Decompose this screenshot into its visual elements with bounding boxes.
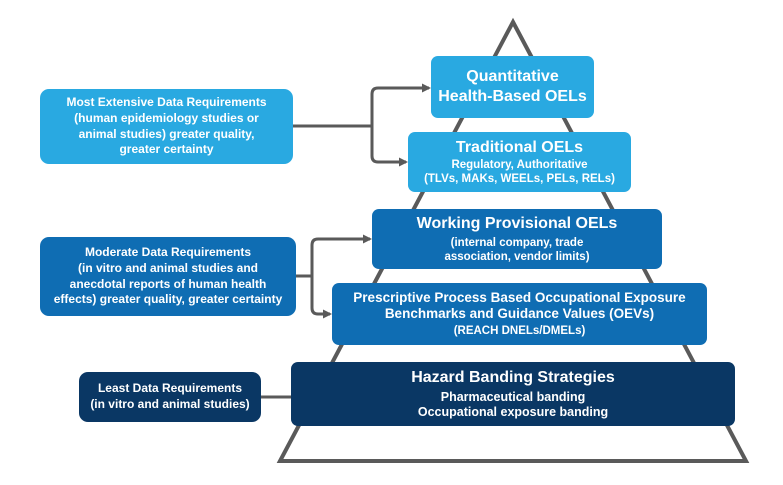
tier-hazard-line2: Pharmaceutical banding bbox=[440, 389, 586, 404]
requirement-most-extensive: Most Extensive Data Requirements (human … bbox=[40, 89, 293, 164]
connector-most bbox=[293, 83, 431, 167]
tier-quantitative-health-based-oels: Quantitative Health-Based OELs bbox=[431, 56, 594, 118]
tier-hazard-line3: Occupational exposure banding bbox=[417, 404, 609, 419]
connector-moderate bbox=[296, 234, 372, 319]
req-most-line4: greater certainty bbox=[119, 142, 214, 157]
tier-traditional-line3: (TLVs, MAKs, WEELs, PELs, RELs) bbox=[424, 172, 615, 185]
tier-quantitative-line1: Quantitative bbox=[466, 68, 559, 86]
req-moderate-line1: Moderate Data Requirements bbox=[84, 245, 252, 260]
tier-hazard-title: Hazard Banding Strategies bbox=[411, 368, 615, 386]
req-most-line1: Most Extensive Data Requirements bbox=[66, 95, 267, 110]
tier-working-line2: (internal company, trade bbox=[450, 236, 584, 249]
tier-quantitative-line2: Health-Based OELs bbox=[438, 88, 587, 105]
req-moderate-line2: (in vitro and animal studies and bbox=[77, 260, 259, 275]
req-most-line3: animal studies) greater quality, bbox=[78, 126, 255, 141]
tier-working-provisional-oels: Working Provisional OELs (internal compa… bbox=[372, 209, 662, 269]
tier-working-line3: association, vendor limits) bbox=[444, 250, 590, 263]
tier-traditional-title: Traditional OELs bbox=[455, 139, 584, 157]
tier-traditional-oels: Traditional OELs Regulatory, Authoritati… bbox=[408, 132, 631, 192]
requirement-least: Least Data Requirements (in vitro and an… bbox=[79, 372, 261, 422]
req-least-line2: (in vitro and animal studies) bbox=[90, 397, 250, 411]
tier-prescriptive-line1: Prescriptive Process Based Occupational … bbox=[353, 289, 686, 305]
tier-hazard-banding-strategies: Hazard Banding Strategies Pharmaceutical… bbox=[291, 362, 735, 426]
tier-prescriptive-line3: (REACH DNELs/DMELs) bbox=[453, 325, 586, 338]
tier-prescriptive-line2: Benchmarks and Guidance Values (OEVs) bbox=[384, 305, 655, 321]
req-most-line2: (human epidemiology studies or bbox=[74, 110, 259, 125]
tier-traditional-line2: Regulatory, Authoritative bbox=[451, 158, 588, 171]
req-moderate-line4: effects) greater quality, greater certai… bbox=[53, 292, 283, 307]
tier-prescriptive-process-oevs: Prescriptive Process Based Occupational … bbox=[332, 283, 707, 345]
req-least-line1: Least Data Requirements bbox=[97, 381, 243, 396]
requirement-moderate: Moderate Data Requirements (in vitro and… bbox=[40, 237, 296, 316]
tier-working-title: Working Provisional OELs bbox=[416, 215, 618, 233]
req-moderate-line3: anecdotal reports of human health bbox=[69, 276, 267, 291]
